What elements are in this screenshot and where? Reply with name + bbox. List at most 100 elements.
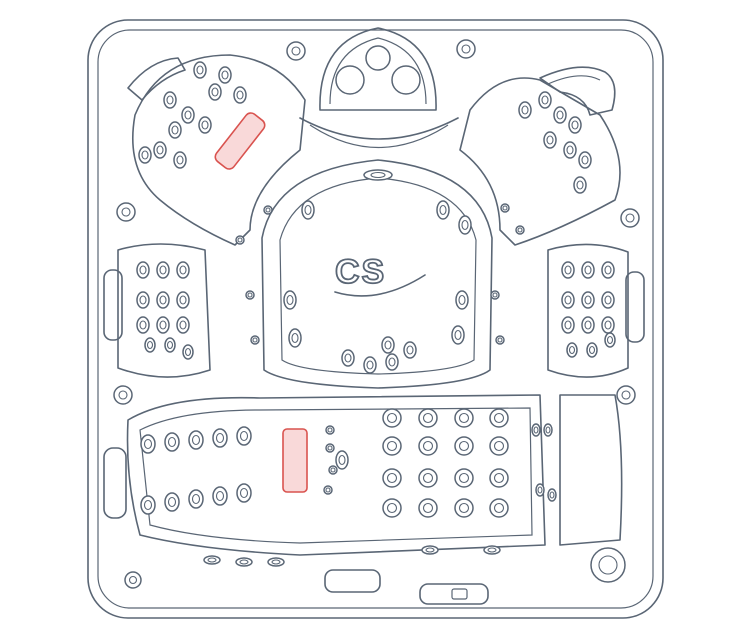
jet <box>553 106 567 124</box>
jet <box>245 290 255 300</box>
jet <box>495 335 505 345</box>
jet <box>490 290 500 300</box>
bench-right-lower <box>559 394 623 546</box>
jet <box>489 468 509 488</box>
jet <box>363 356 377 374</box>
jet <box>382 468 402 488</box>
jet <box>341 349 355 367</box>
jet <box>181 106 195 124</box>
brand-logo: CS <box>334 252 426 297</box>
jet <box>176 316 190 334</box>
pillow-top-left <box>127 57 186 101</box>
jet <box>573 176 587 194</box>
jet <box>138 146 152 164</box>
jet <box>538 91 552 109</box>
jet <box>601 316 615 334</box>
jet <box>325 425 335 435</box>
jet <box>535 483 545 497</box>
jet <box>418 468 438 488</box>
jet <box>168 121 182 139</box>
jet <box>601 291 615 309</box>
jet <box>454 468 474 488</box>
jet <box>212 428 228 448</box>
jet <box>323 485 333 495</box>
jet <box>153 141 167 159</box>
logo-text: CS <box>335 253 386 291</box>
jet <box>381 336 395 354</box>
jet <box>563 141 577 159</box>
jet <box>335 450 349 470</box>
jet <box>144 337 156 353</box>
jet <box>236 426 252 446</box>
jet <box>193 61 207 79</box>
jet <box>436 200 450 220</box>
jet <box>136 261 150 279</box>
tub-inner-rim <box>97 29 654 609</box>
seat-right-middle <box>547 243 629 378</box>
jet <box>489 436 509 456</box>
handle-right <box>625 271 645 343</box>
jet <box>586 342 598 358</box>
jet <box>500 203 510 213</box>
cupholders <box>113 39 640 589</box>
highlight-upper-left-seat <box>214 112 266 170</box>
jet <box>233 86 247 104</box>
jet <box>561 291 575 309</box>
jet <box>288 328 302 348</box>
jet <box>140 434 156 454</box>
jet <box>250 335 260 345</box>
jet <box>235 557 253 567</box>
jet <box>454 436 474 456</box>
jet <box>236 483 252 503</box>
jet <box>568 116 582 134</box>
jets <box>136 61 616 567</box>
filter-canister <box>590 547 626 583</box>
jet <box>483 545 501 555</box>
jet <box>489 498 509 518</box>
jet <box>454 498 474 518</box>
jet <box>382 498 402 518</box>
jet <box>156 261 170 279</box>
jet <box>136 316 150 334</box>
jet <box>176 261 190 279</box>
jet <box>581 261 595 279</box>
jet <box>163 91 177 109</box>
jet <box>363 169 393 181</box>
jet <box>176 291 190 309</box>
jet <box>543 131 557 149</box>
jet <box>418 436 438 456</box>
jet <box>547 488 557 502</box>
jet <box>458 215 472 235</box>
jet <box>164 337 176 353</box>
step-bottom <box>324 569 381 593</box>
jet <box>561 316 575 334</box>
jet <box>531 423 541 437</box>
jet <box>578 151 592 169</box>
footwell <box>261 159 493 389</box>
jet <box>263 205 273 215</box>
jet <box>188 489 204 509</box>
jet <box>382 436 402 456</box>
jet <box>421 545 439 555</box>
jet <box>173 151 187 169</box>
jet <box>451 325 465 345</box>
jet <box>212 486 228 506</box>
jet <box>156 291 170 309</box>
jet <box>455 290 469 310</box>
jet <box>188 430 204 450</box>
jet <box>515 225 525 235</box>
jet <box>489 408 509 428</box>
seat-upper-right <box>459 77 621 246</box>
jet <box>164 492 180 512</box>
jet <box>140 495 156 515</box>
jet <box>385 353 399 371</box>
lounger-seat <box>126 394 546 556</box>
jet <box>208 83 222 101</box>
highlight-lounger-seat <box>282 428 308 493</box>
jet <box>543 423 553 437</box>
jet <box>182 344 194 360</box>
jet <box>566 342 578 358</box>
jet <box>403 341 417 359</box>
